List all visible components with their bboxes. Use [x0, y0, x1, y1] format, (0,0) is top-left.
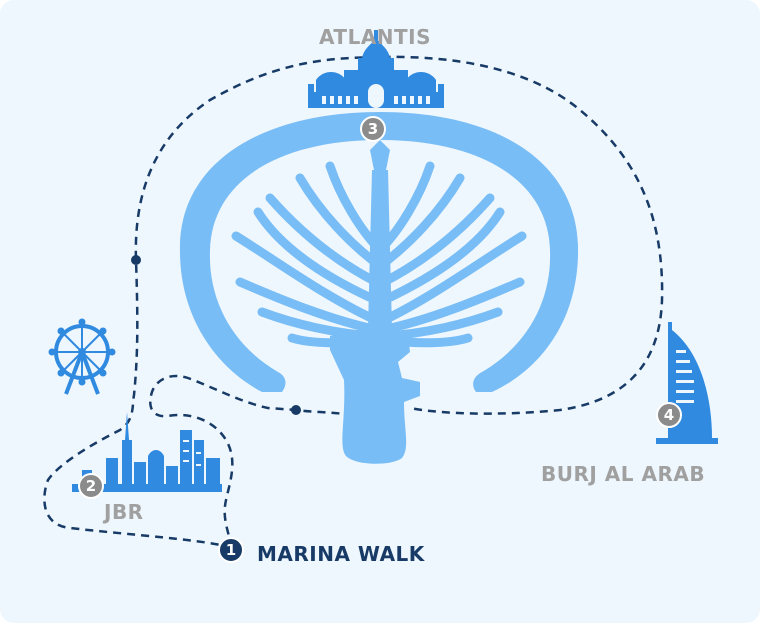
route-path: [43, 55, 664, 550]
stop-label-burj-al-arab: BURJ AL ARAB: [541, 462, 706, 486]
ferris-wheel-icon: [48, 318, 116, 395]
burj-al-arab-icon: [656, 322, 718, 444]
stop-number-badge: 2: [78, 473, 104, 499]
palm-island-icon: [179, 112, 579, 464]
stop-label-jbr: JBR: [104, 500, 144, 524]
route-waypoint: [291, 405, 301, 415]
stop-number-badge: 3: [360, 116, 386, 142]
stop-label-atlantis: ATLANTIS: [319, 25, 432, 49]
start-marker: 1: [218, 537, 244, 563]
atlantis-palace-icon: [308, 30, 444, 108]
route-waypoint: [131, 255, 141, 265]
stop-label-marina-walk: MARINA WALK: [257, 542, 425, 566]
skyline-icon: [72, 412, 222, 492]
stop-number-badge: 4: [656, 402, 682, 428]
